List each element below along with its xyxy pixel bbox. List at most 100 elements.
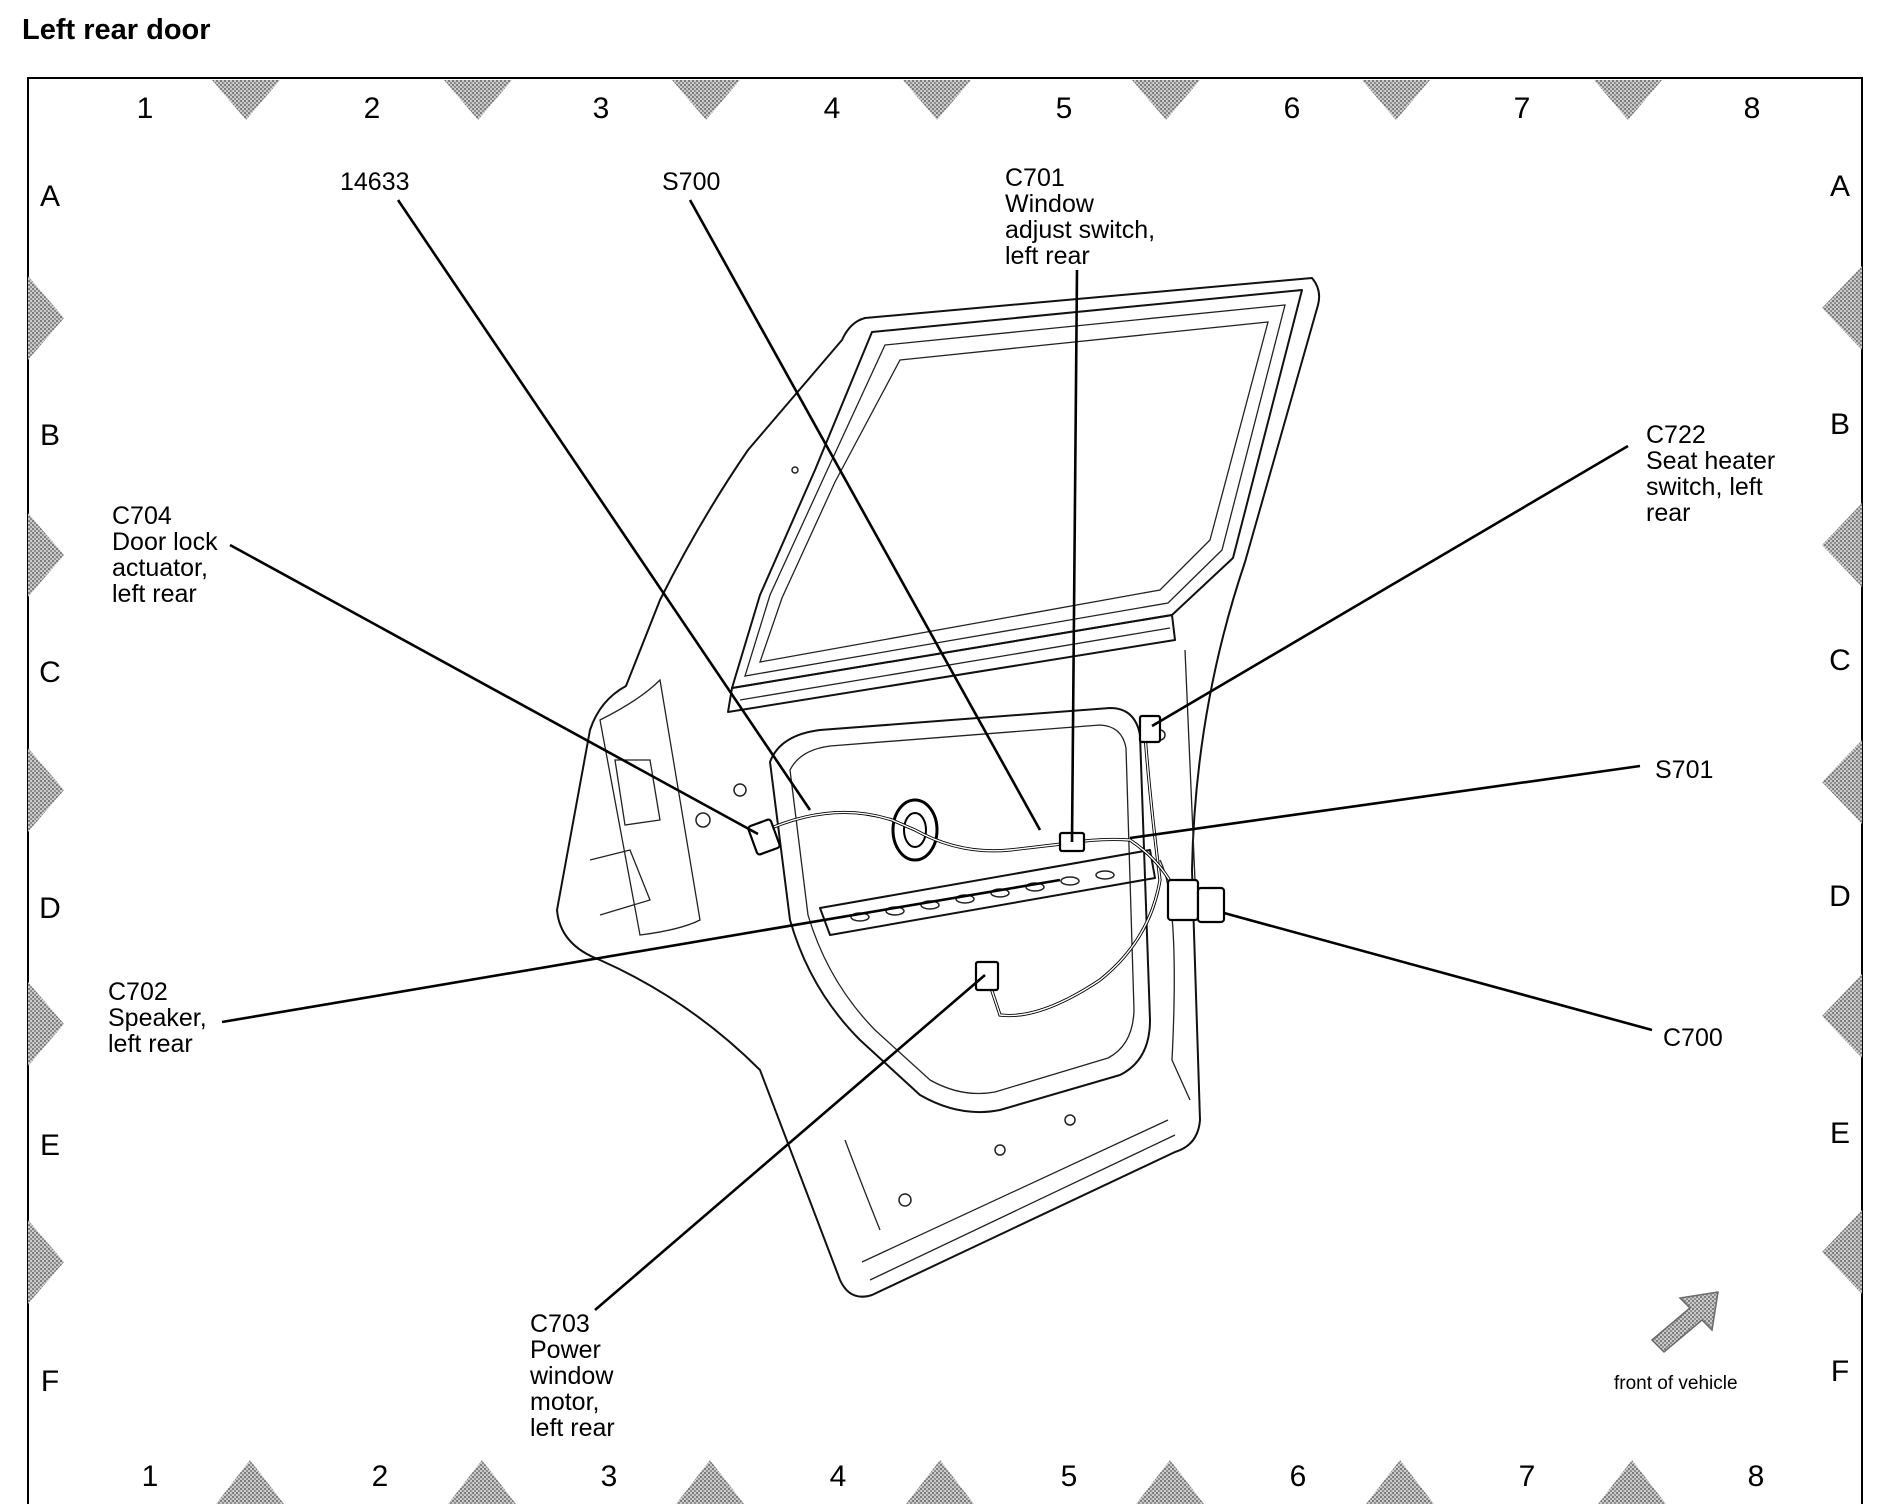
grid-row-right-F: F [1831, 1355, 1849, 1388]
callout-c702-line-1: C702 [108, 978, 168, 1006]
callout-c703-line-2: Power [530, 1336, 601, 1364]
grid-row-left-C: C [39, 656, 61, 689]
grid-col-bottom-8: 8 [1748, 1460, 1765, 1493]
connector-c704 [747, 818, 781, 856]
grid-marker-right-3 [1822, 740, 1862, 824]
callout-c703-line-3: window [529, 1362, 614, 1390]
grid-col-bottom-7: 7 [1519, 1460, 1536, 1493]
callout-c701-line-4: left rear [1005, 242, 1090, 270]
grid-marker-right-2 [1822, 503, 1862, 587]
callout-c701-line-1: C701 [1005, 164, 1065, 192]
callout-c702-line-2: Speaker, [108, 1004, 207, 1032]
grid-row-left-F: F [41, 1365, 59, 1398]
door-illustration [556, 277, 1321, 1298]
grid-row-right-D: D [1829, 880, 1851, 913]
callout-14633: 14633 [340, 168, 410, 196]
callout-c703: C703 Power window motor, left rear [529, 1310, 620, 1442]
grid-marker-bottom-7 [1598, 1460, 1666, 1504]
callout-c702: C702 Speaker, left rear [108, 978, 214, 1058]
grid-col-top-5: 5 [1056, 92, 1073, 125]
callout-s700-line: S700 [662, 168, 720, 196]
grid-row-right-C: C [1829, 644, 1851, 677]
grid-col-bottom-5: 5 [1061, 1460, 1078, 1493]
grid-marker-top-7 [1594, 80, 1662, 120]
regulator-rail [819, 849, 1156, 936]
front-of-vehicle-label: front of vehicle [1614, 1373, 1738, 1394]
connector-c722 [1138, 714, 1162, 744]
grid-col-bottom-4: 4 [830, 1460, 847, 1493]
grid-row-right-E: E [1830, 1117, 1850, 1150]
callout-c701-line-2: Window [1005, 190, 1095, 218]
callout-c704-line-1: C704 [112, 502, 172, 530]
callout-c722-line-4: rear [1646, 499, 1690, 527]
grid-row-right-B: B [1830, 408, 1850, 441]
callout-c704-line-4: left rear [112, 580, 197, 608]
callout-14633-line: 14633 [340, 168, 410, 196]
callout-c701: C701 Window adjust switch, left rear [1005, 164, 1162, 270]
door-outer-contour [556, 277, 1321, 1298]
window-frame-inner [744, 304, 1286, 677]
grid-col-top-6: 6 [1284, 92, 1301, 125]
grid-marker-right-1 [1822, 266, 1862, 350]
callout-c700: C700 [1663, 1024, 1723, 1052]
grid-col-top-1: 1 [137, 92, 154, 125]
belt-line [727, 614, 1176, 713]
grid-marker-bottom-2 [448, 1460, 516, 1504]
grommet [891, 798, 939, 862]
grid-marker-left-5 [28, 1220, 64, 1304]
grid-row-right-A: A [1830, 170, 1850, 203]
inner-panel-opening [769, 707, 1151, 1114]
grid-col-bottom-6: 6 [1290, 1460, 1307, 1493]
grid-row-left-D: D [39, 892, 61, 925]
callout-c704-line-3: actuator, [112, 554, 208, 582]
grid-row-left-E: E [40, 1129, 60, 1162]
callout-c700-line: C700 [1663, 1024, 1723, 1052]
page-title: Left rear door [22, 14, 211, 46]
grid-marker-left-2 [28, 513, 64, 597]
grid-marker-top-5 [1132, 80, 1200, 120]
callout-c704: C704 Door lock actuator, left rear [112, 502, 225, 608]
grid-marker-top-6 [1362, 80, 1430, 120]
grid-marker-left-1 [28, 276, 64, 360]
grid-marker-top-4 [903, 80, 971, 120]
callout-c703-line-4: motor, [530, 1388, 599, 1416]
rear-edge-detail [599, 678, 701, 936]
grid-marker-bottom-5 [1136, 1460, 1204, 1504]
grid-marker-right-4 [1822, 974, 1862, 1058]
connector-c703 [974, 960, 1000, 992]
grid-col-top-3: 3 [593, 92, 610, 125]
lower-sill [869, 1134, 1176, 1281]
callout-c704-line-2: Door lock [112, 528, 218, 556]
callout-c722-line-2: Seat heater [1646, 447, 1775, 475]
callout-c702-line-3: left rear [108, 1030, 193, 1058]
callout-s700: S700 [662, 168, 720, 196]
grid-marker-right-5 [1822, 1210, 1862, 1294]
grid-row-left-B: B [40, 419, 60, 452]
callout-c722: C722 Seat heater switch, left rear [1646, 421, 1782, 527]
leader-s700 [688, 199, 1042, 831]
leader-s701 [1129, 764, 1641, 840]
grid-marker-bottom-6 [1366, 1460, 1434, 1504]
leader-14633 [396, 199, 812, 811]
front-arrow-icon [1650, 1291, 1719, 1354]
grid-col-top-7: 7 [1514, 92, 1531, 125]
grid-col-bottom-1: 1 [142, 1460, 159, 1493]
grid-marker-top-2 [444, 80, 512, 120]
grid-marker-top-3 [672, 80, 740, 120]
grid-col-top-8: 8 [1744, 92, 1761, 125]
leader-c702 [221, 878, 1061, 1024]
grid-marker-bottom-4 [906, 1460, 974, 1504]
grid-row-left-A: A [40, 180, 60, 213]
grid-marker-left-4 [28, 982, 64, 1066]
callout-c703-line-1: C703 [530, 1310, 590, 1338]
callout-s701: S701 [1655, 756, 1713, 784]
grid-marker-bottom-3 [676, 1460, 744, 1504]
grid-marker-bottom-1 [216, 1460, 284, 1504]
connector-c700 [1166, 878, 1226, 924]
callout-c701-line-3: adjust switch, [1005, 216, 1155, 244]
leader-c722 [1151, 444, 1629, 728]
grid-col-bottom-3: 3 [601, 1460, 618, 1493]
leader-c704 [229, 543, 759, 836]
callout-c703-line-5: left rear [530, 1414, 615, 1442]
